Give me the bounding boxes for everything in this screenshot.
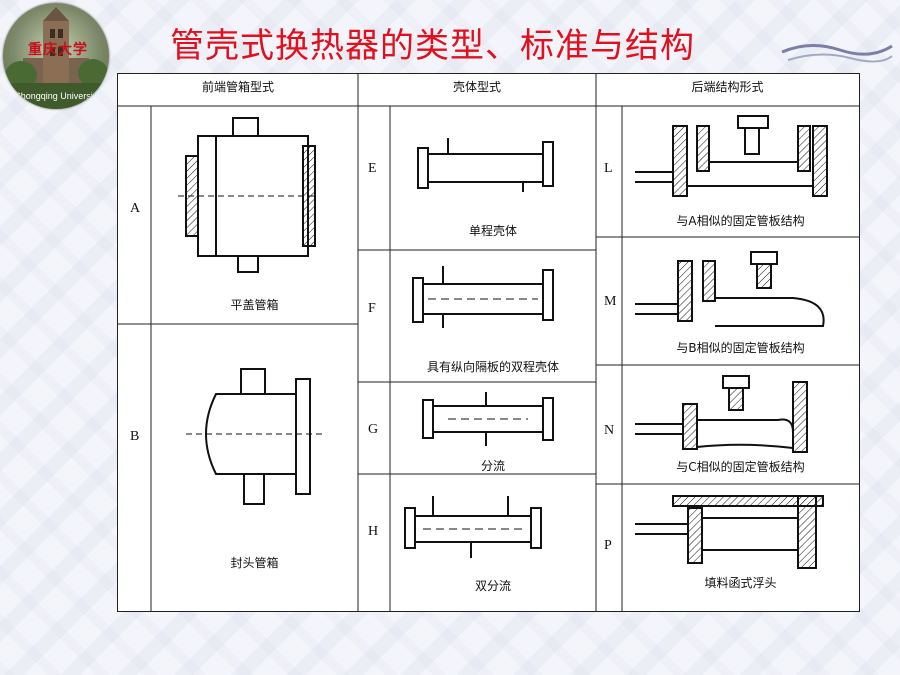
heat-exchanger-types-table: 前端管箱型式 壳体型式 后端结构形式 A B 平盖管箱 封头管箱 E F G H [117,73,860,612]
sketch-fixed-tubesheet-like-B [635,251,825,327]
caption-two-pass-shell: 具有纵向隔板的双程壳体 [426,360,559,374]
logo-english-name: Chongqing University [14,91,100,101]
caption-fixed-tubesheet-like-C: 与C相似的固定管板结构 [676,460,805,474]
slide-title: 管壳式换热器的类型、标准与结构 [170,26,695,66]
row-code-B: B [130,429,140,444]
row-code-M: M [604,294,617,309]
row-code-G: G [368,422,379,437]
caption-one-pass-shell: 单程壳体 [468,224,517,238]
sketch-two-pass-shell [412,266,554,328]
sketch-packed-floating-head [635,495,824,569]
caption-bonnet-channel: 封头管箱 [230,556,279,570]
table-grid [118,74,859,611]
header-front-head: 前端管箱型式 [201,80,274,94]
row-code-P: P [604,538,612,553]
row-code-N: N [604,423,615,438]
logo-calligraphy: 重庆大学 [28,42,88,58]
caption-flat-cover-channel: 平盖管箱 [230,298,279,312]
caption-double-split-flow-shell: 双分流 [474,579,511,593]
sketch-bonnet-channel [186,368,326,505]
row-code-L: L [604,161,613,176]
university-logo: 重庆大学 Chongqing University [3,3,109,109]
header-rear-end: 后端结构形式 [691,80,764,94]
caption-split-flow-shell: 分流 [480,459,505,473]
row-code-E: E [368,161,377,176]
sketch-double-split-flow-shell [404,496,542,558]
sketch-flat-cover-channel [178,117,318,273]
header-shell: 壳体型式 [452,80,501,94]
caption-fixed-tubesheet-like-A: 与A相似的固定管板结构 [676,214,805,228]
sketch-fixed-tubesheet-like-A [635,115,828,197]
row-code-F: F [368,301,376,316]
row-code-H: H [368,524,379,539]
caption-fixed-tubesheet-like-B: 与B相似的固定管板结构 [676,341,805,355]
sketch-fixed-tubesheet-like-C [635,375,808,453]
caption-packed-floating-head: 填料函式浮头 [704,576,777,590]
title-swoosh-decoration [781,44,893,63]
sketch-one-pass-shell [417,138,554,192]
sketch-split-flow-shell [422,392,554,446]
row-code-A: A [130,201,141,216]
